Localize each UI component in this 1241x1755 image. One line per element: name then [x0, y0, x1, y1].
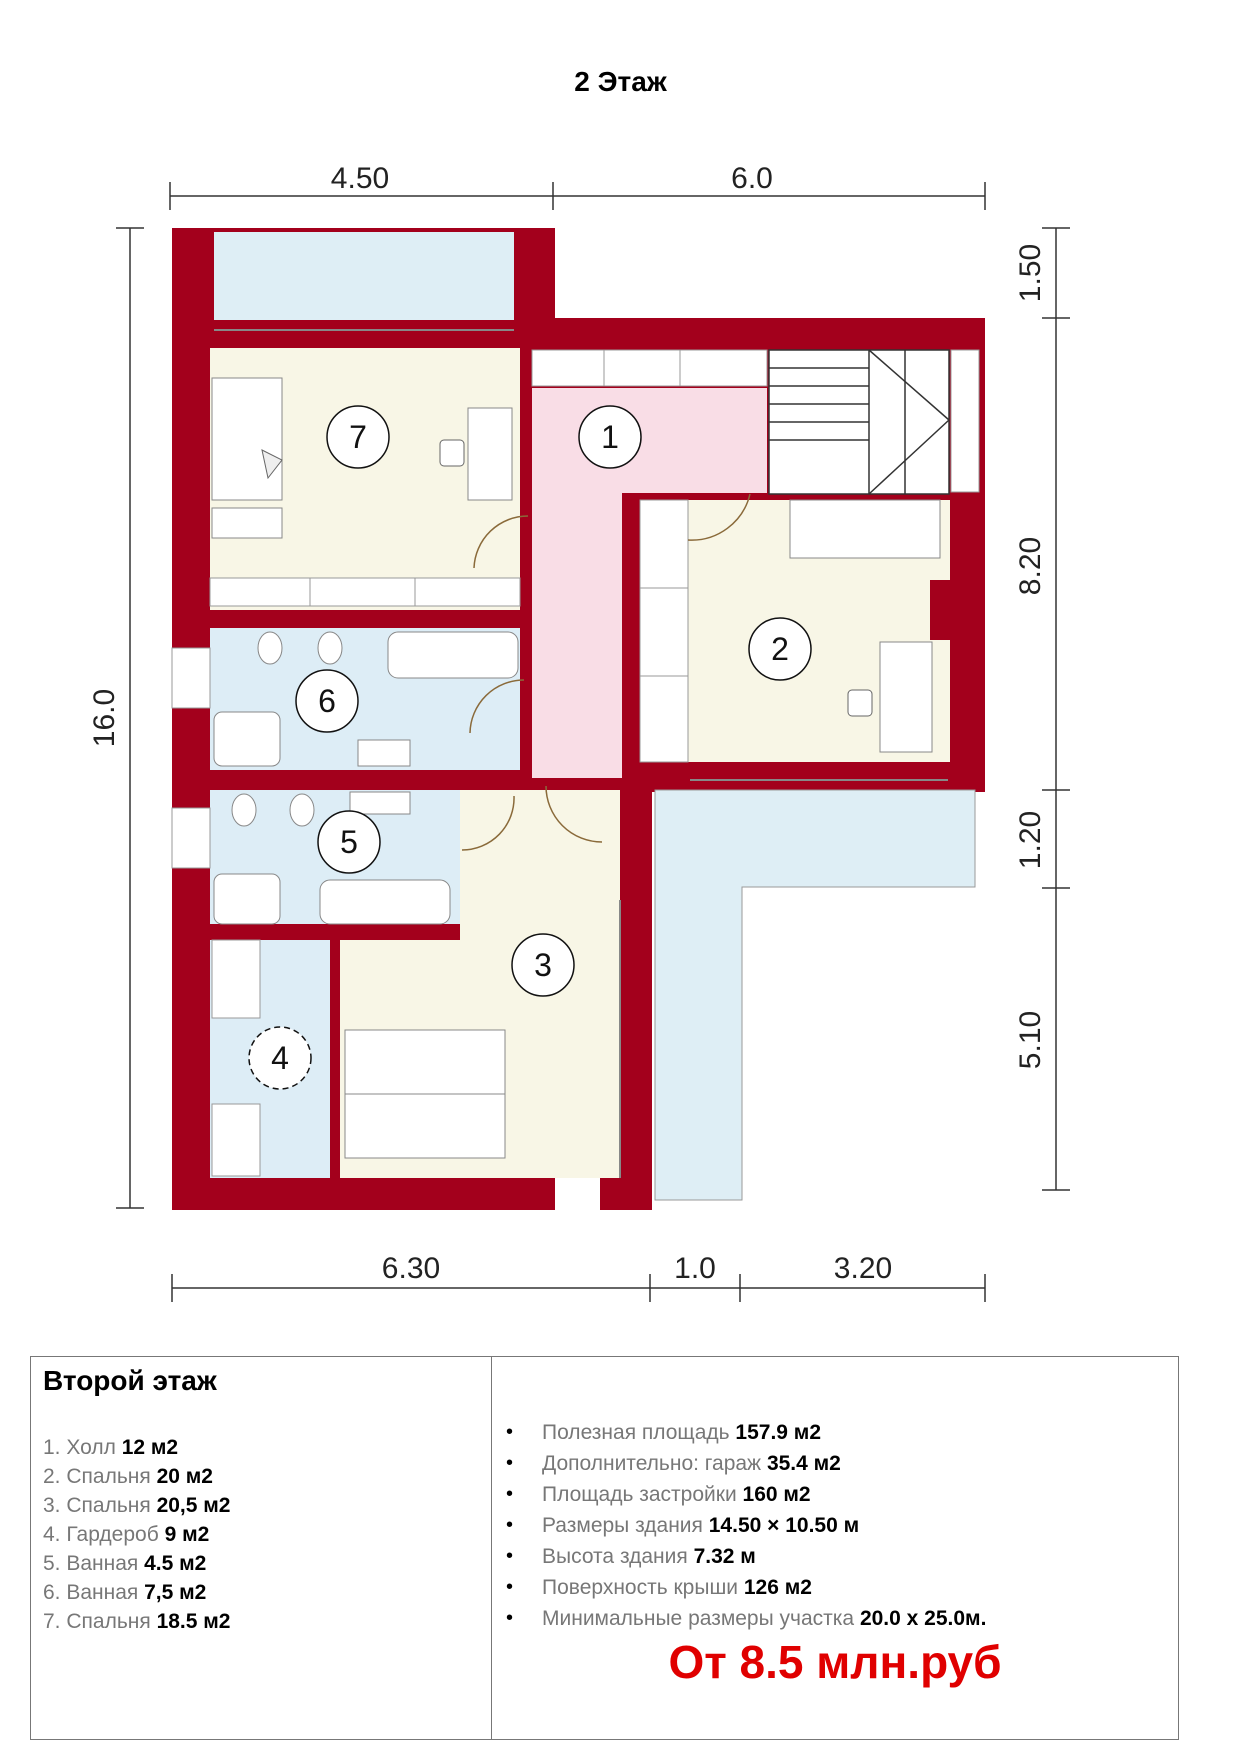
info-heading: Второй этаж: [43, 1365, 217, 1396]
dim-right-1: 1.50: [1014, 244, 1047, 302]
list-item: 1. Холл 12 м2: [43, 1436, 179, 1459]
dim-right-3: 1.20: [1014, 811, 1047, 869]
info-right-column: Полезная площадь 157.9 м2 Дополнительно:…: [492, 1357, 1178, 1739]
floor-plan: 4.50 6.0 6.30 1.0 3.20 16.0 1.50 8.20 1.…: [88, 162, 1070, 1302]
shower-6: [213, 711, 281, 767]
room-number-5: 5: [340, 824, 358, 860]
list-item: 3. Спальня 20,5 м2: [43, 1494, 231, 1517]
dimension-lines: [116, 182, 1070, 1302]
bed-7: [211, 377, 283, 501]
bathtub-6: [387, 631, 519, 679]
room-number-7: 7: [349, 419, 367, 455]
list-item: Размеры здания 14.50 × 10.50 м: [492, 1510, 986, 1541]
room-markers: 7 1 2 6 5 3 4: [248, 405, 812, 1090]
list-item: Площадь застройки 160 м2: [492, 1479, 986, 1510]
dim-bottom-2: 1.0: [674, 1252, 716, 1285]
info-left-column: Второй этаж 1. Холл 12 м2 2. Спальня 20 …: [31, 1357, 492, 1739]
list-item: Поверхность крыши 126 м2: [492, 1572, 986, 1603]
dim-bottom-3: 3.20: [834, 1252, 892, 1285]
list-item: Полезная площадь 157.9 м2: [492, 1417, 986, 1448]
list-item: 7. Спальня 18.5 м2: [43, 1610, 231, 1633]
price-label: От 8.5 млн.руб: [668, 1636, 1002, 1688]
room-number-2: 2: [771, 631, 789, 667]
door-swings: [461, 493, 751, 851]
spec-list: Полезная площадь 157.9 м2 Дополнительно:…: [492, 1417, 986, 1634]
list-item: Минимальные размеры участка 20.0 х 25.0м…: [492, 1603, 986, 1634]
dim-top-1: 4.50: [331, 162, 389, 195]
room-1-floor: [532, 388, 767, 778]
shower-5: [213, 873, 281, 925]
desk-2: [879, 641, 933, 753]
wardrobe-2: [639, 499, 689, 763]
list-item: Дополнительно: гараж 35.4 м2: [492, 1448, 986, 1479]
list-item: 5. Ванная 4.5 м2: [43, 1552, 207, 1575]
list-item: 2. Спальня 20 м2: [43, 1465, 213, 1488]
info-table: Второй этаж 1. Холл 12 м2 2. Спальня 20 …: [30, 1356, 1179, 1740]
page-title: 2 Этаж: [574, 66, 667, 97]
bathtub-5: [319, 879, 451, 925]
room-number-1: 1: [601, 419, 619, 455]
dim-bottom-1: 6.30: [382, 1252, 440, 1285]
dim-left-1: 16.0: [88, 689, 121, 747]
list-item: Высота здания 7.32 м: [492, 1541, 986, 1572]
dim-right-4: 5.10: [1014, 1011, 1047, 1069]
room-list: 1. Холл 12 м2 2. Спальня 20 м2 3. Спальн…: [43, 1433, 230, 1636]
room-number-4: 4: [271, 1040, 289, 1076]
staircase: [768, 349, 950, 495]
room-number-3: 3: [534, 947, 552, 983]
dim-top-2: 6.0: [731, 162, 773, 195]
desk-7: [467, 407, 513, 501]
room-number-6: 6: [318, 683, 336, 719]
terrace-right: [654, 789, 976, 1201]
list-item: 4. Гардероб 9 м2: [43, 1523, 210, 1546]
bed-2: [789, 499, 941, 559]
dim-right-2: 8.20: [1014, 537, 1047, 595]
terrace-top: [214, 232, 514, 320]
list-item: 6. Ванная 7,5 м2: [43, 1581, 207, 1604]
